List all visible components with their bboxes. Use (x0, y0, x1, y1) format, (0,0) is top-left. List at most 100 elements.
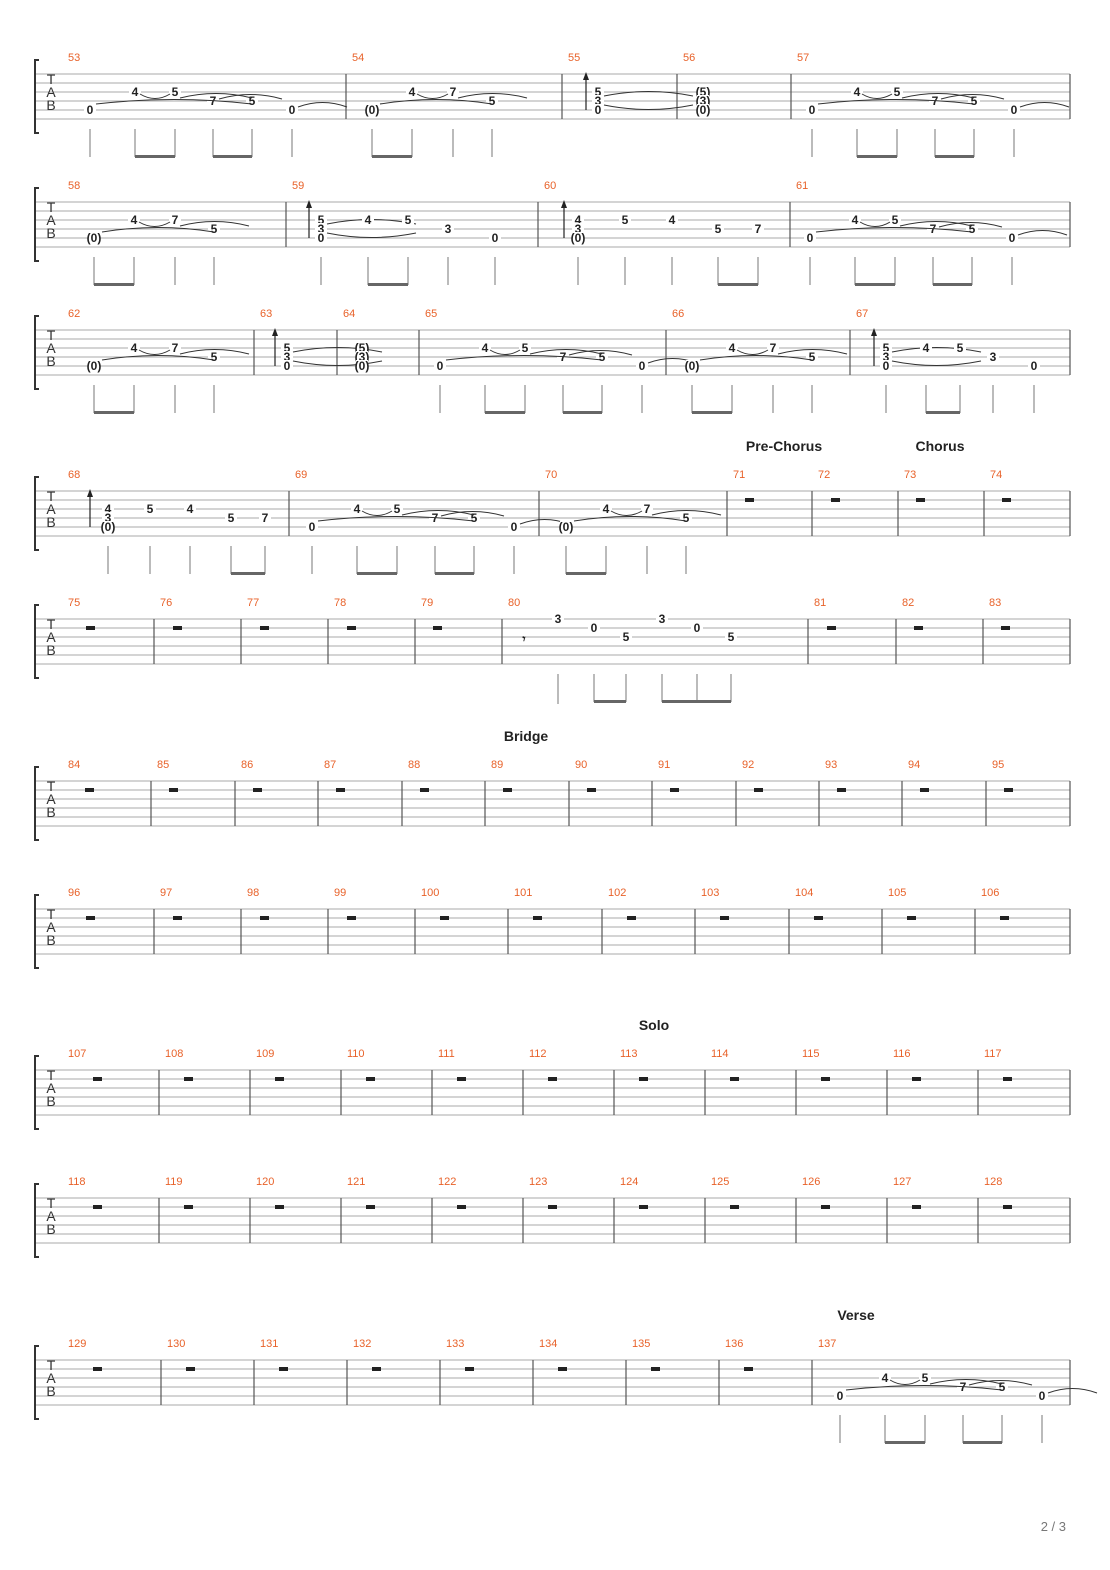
fret-bg (725, 631, 737, 643)
fret-number: 7 (262, 511, 269, 525)
fret-number: 4 (575, 213, 582, 227)
fret-number: 0 (883, 359, 890, 373)
fret-bg (712, 223, 724, 235)
measure-number: 57 (797, 52, 809, 64)
fret-number: 0 (837, 1389, 844, 1403)
fret-bg (129, 86, 141, 98)
slur (845, 1385, 1003, 1391)
bar-rest (433, 626, 442, 630)
tab-clef-letter: T (47, 488, 56, 504)
strum-arrowhead (272, 328, 278, 336)
fret-number: 5 (211, 350, 218, 364)
slur (1019, 102, 1070, 108)
fret-bg (447, 86, 459, 98)
bar-rest (420, 788, 429, 792)
slur (938, 222, 1003, 228)
strum-arrowhead (306, 200, 312, 208)
tab-clef-letter: B (46, 642, 55, 658)
section-label: Chorus (916, 438, 965, 454)
measure-number: 76 (160, 597, 172, 609)
slur (138, 349, 171, 355)
bar-rest (279, 1367, 288, 1371)
measure-number: 136 (725, 1338, 743, 1350)
fret-bg (391, 503, 403, 515)
fret-bg (588, 622, 600, 634)
fret-number: (0) (365, 103, 380, 117)
fret-bg (804, 232, 816, 244)
measure-number: 109 (256, 1048, 274, 1060)
tab-clef-letter: A (46, 919, 56, 935)
fret-number: 5 (969, 222, 976, 236)
measure-number: 80 (508, 597, 520, 609)
fret-bg (1006, 232, 1018, 244)
note-beam (662, 700, 697, 703)
measure-number: 98 (247, 887, 259, 899)
fret-number: 5 (809, 350, 816, 364)
slur (326, 232, 417, 238)
fret-bg (128, 342, 140, 354)
measure-number: 124 (620, 1176, 638, 1188)
fret-number: 4 (105, 502, 112, 516)
fret-bg (519, 342, 531, 354)
tab-clef-letter: T (47, 199, 56, 215)
measure-number: 56 (683, 52, 695, 64)
note-beam (563, 411, 602, 414)
measure-number: 119 (165, 1176, 183, 1188)
bar-rest (503, 788, 512, 792)
slur (651, 510, 722, 516)
bar-rest (260, 916, 269, 920)
measure-number: 61 (796, 180, 808, 192)
bar-rest (275, 1077, 284, 1081)
fret-number: 0 (437, 359, 444, 373)
fret-number: 0 (289, 103, 296, 117)
fret-number: 7 (770, 341, 777, 355)
eighth-rest: 𝄾 (521, 632, 526, 646)
measure-number: 112 (529, 1048, 547, 1060)
fret-number: 0 (284, 359, 291, 373)
fret-number: 5 (211, 222, 218, 236)
system-bracket (34, 1183, 39, 1258)
slur (777, 349, 848, 355)
measure-number: 87 (324, 759, 336, 771)
fret-number: 3 (555, 612, 562, 626)
fret-number: 3 (284, 350, 291, 364)
measure-number: 117 (984, 1048, 1002, 1060)
bar-rest (93, 1367, 102, 1371)
slur (568, 350, 633, 356)
fret-bg (1036, 1390, 1048, 1402)
fret-bg (849, 214, 861, 226)
fret-bg (356, 360, 368, 372)
system-bracket (34, 59, 39, 134)
measure-number: 103 (701, 887, 719, 899)
slur (891, 347, 982, 353)
bar-rest (440, 916, 449, 920)
slur (859, 221, 891, 227)
measure-number: 89 (491, 759, 503, 771)
fret-number: 5 (683, 511, 690, 525)
bar-rest (912, 1077, 921, 1081)
measure-number: 104 (795, 887, 813, 899)
tab-clef-letter: B (46, 1221, 55, 1237)
bar-rest (744, 1367, 753, 1371)
fret-number: 4 (603, 502, 610, 516)
fret-number: 5 (715, 222, 722, 236)
system-bracket (34, 476, 39, 551)
fret-number: 4 (132, 85, 139, 99)
tab-clef-letter: T (47, 1357, 56, 1373)
fret-bg (560, 521, 572, 533)
fret-number: (0) (87, 359, 102, 373)
note-beam (94, 283, 134, 286)
system-bracket (34, 1055, 39, 1130)
fret-bg (691, 622, 703, 634)
fret-bg (225, 512, 237, 524)
tab-clef-letter: T (47, 906, 56, 922)
tab-clef-letter: B (46, 514, 55, 530)
fret-number: 0 (87, 103, 94, 117)
slur (489, 349, 521, 355)
fret-bg (641, 503, 653, 515)
measure-number: 63 (260, 308, 272, 320)
fret-number: 5 (622, 213, 629, 227)
fret-bg (479, 342, 491, 354)
fret-number: 0 (591, 621, 598, 635)
fret-number: 0 (1011, 103, 1018, 117)
